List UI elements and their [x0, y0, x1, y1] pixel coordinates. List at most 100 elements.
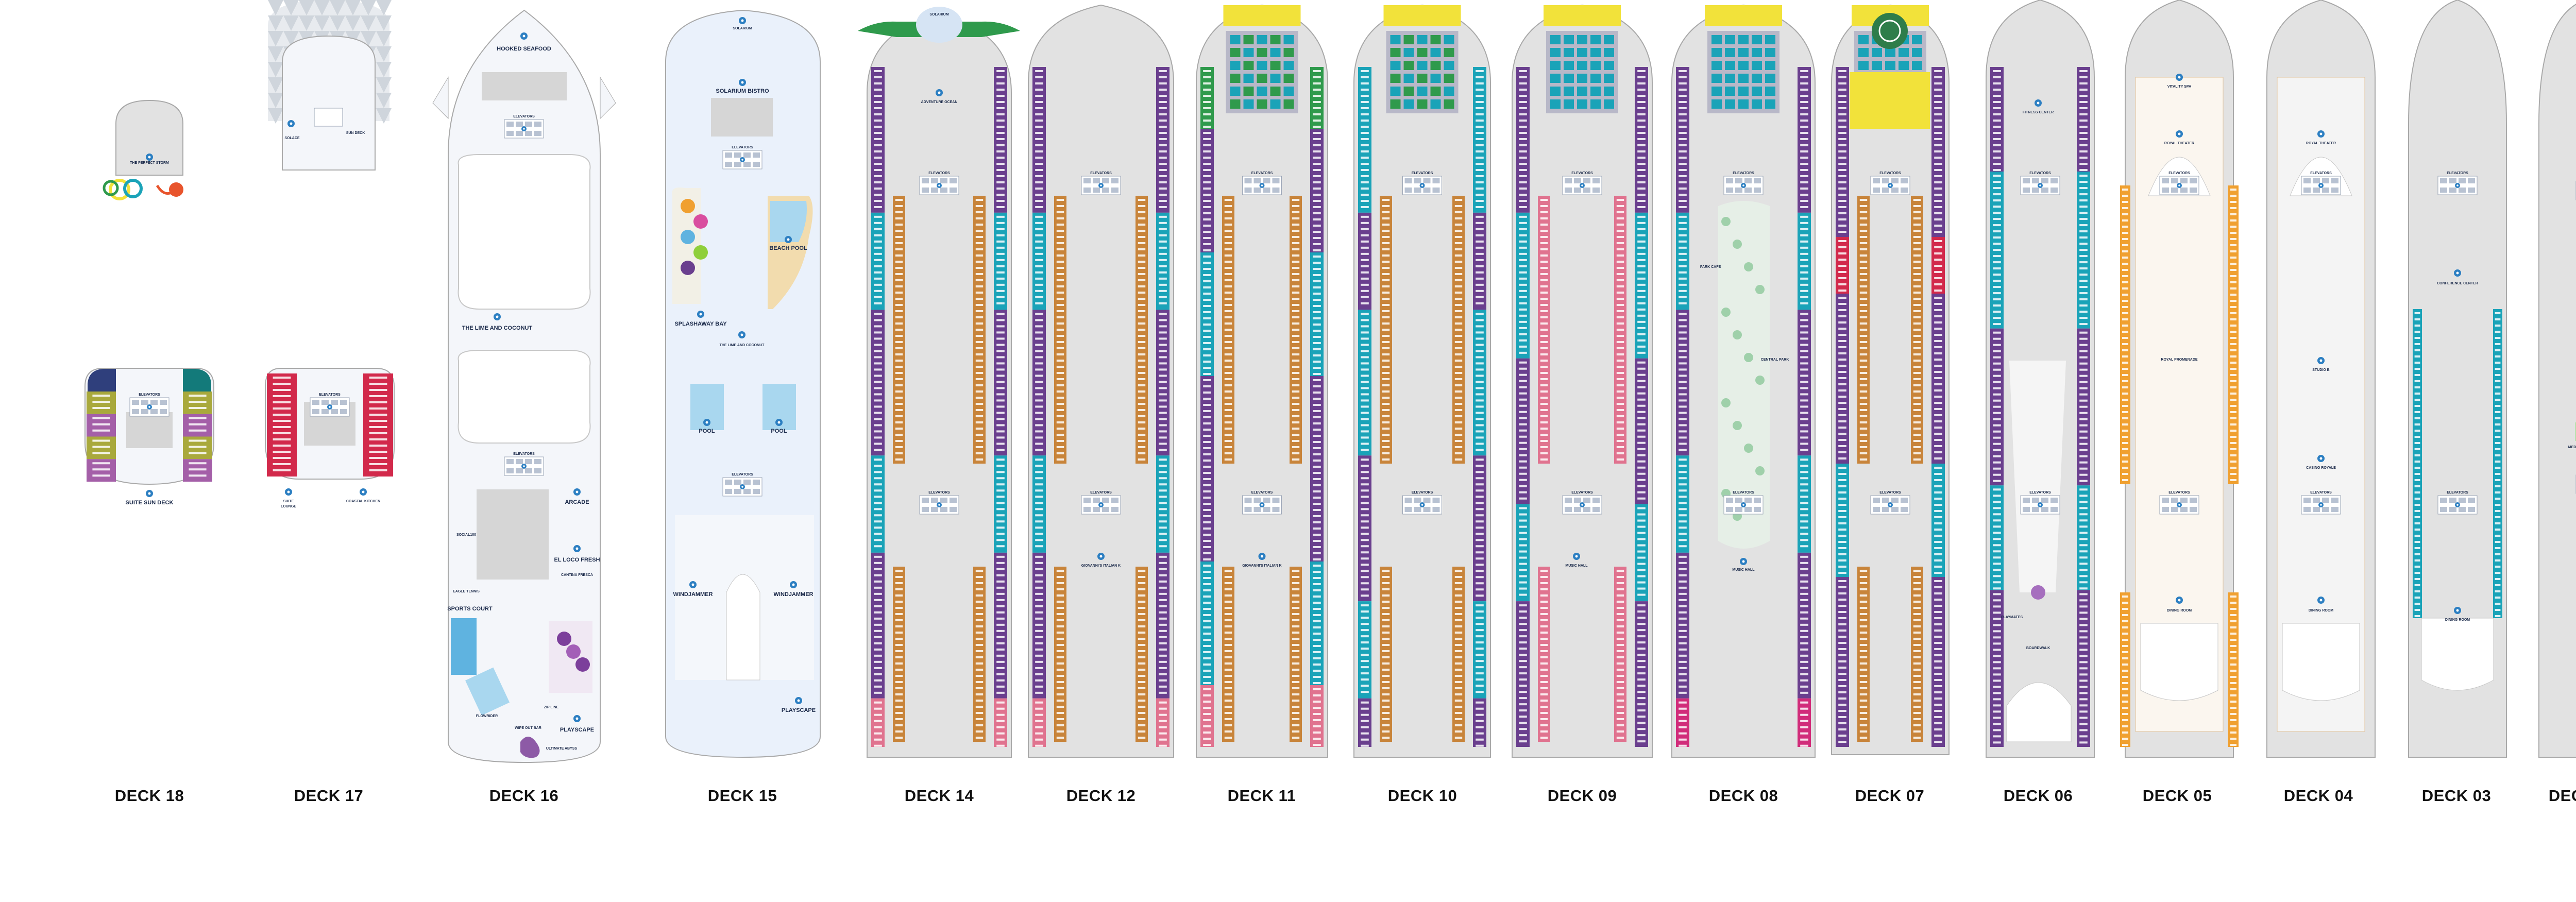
cabin-column — [893, 196, 905, 464]
deck-label[interactable]: DECK 18 — [114, 787, 184, 805]
info-pin-icon[interactable] — [937, 502, 942, 507]
venue-label: ULTIMATE ABYSS — [546, 747, 577, 751]
flowrider-pool — [465, 667, 510, 716]
venue-label: ADVENTURE OCEAN — [921, 100, 958, 104]
info-pin-icon[interactable] — [494, 313, 501, 320]
info-pin-icon[interactable] — [795, 697, 802, 704]
elevator-label: ELEVATORS — [732, 146, 753, 149]
venue-label: EL LOCO FRESH — [554, 557, 600, 563]
info-pin-icon[interactable] — [573, 488, 581, 496]
elevator-bank: ELEVATORS — [504, 115, 544, 139]
deck-label[interactable]: DECK 15 — [707, 787, 777, 805]
venue-label: SOCIAL100 — [456, 533, 476, 537]
venue-label: HOOKED SEAFOOD — [497, 46, 551, 52]
venue-label: SOLARIUM — [929, 13, 949, 16]
info-pin-icon[interactable] — [739, 17, 746, 24]
venue-label: SUITE SUN DECK — [126, 500, 174, 506]
info-pin-icon[interactable] — [775, 419, 783, 426]
elevator-bank: ELEVATORS — [504, 452, 544, 476]
elevator-bank: ELEVATORS — [722, 146, 762, 169]
elevator-bank: ELEVATORS — [310, 393, 350, 417]
info-pin-icon[interactable] — [937, 183, 942, 188]
cabin-column — [973, 567, 986, 742]
info-pin-icon[interactable] — [703, 419, 710, 426]
sports-court — [451, 618, 477, 675]
venue-label: THE LIME AND COCONUT — [462, 325, 533, 331]
splash-feature — [681, 261, 695, 275]
info-pin-icon[interactable] — [285, 488, 292, 496]
venue-label: SUN DECK — [346, 131, 365, 135]
info-pin-icon[interactable] — [146, 154, 153, 161]
venue-label: MEDICAL CENTER — [2568, 446, 2576, 449]
tower-deck — [115, 99, 183, 176]
venue-label: SOLACE — [284, 137, 300, 140]
elevator-label: ELEVATORS — [928, 172, 950, 175]
info-pin-icon[interactable] — [740, 484, 745, 489]
waterslide — [109, 179, 130, 200]
info-pin-icon[interactable] — [573, 545, 581, 552]
info-pin-icon[interactable] — [739, 79, 746, 86]
cabin-column — [871, 67, 885, 747]
info-pin-icon[interactable] — [738, 331, 745, 338]
beach-pool — [770, 201, 807, 242]
info-pin-icon[interactable] — [740, 157, 745, 162]
venue-label: EAGLE TENNIS — [453, 590, 480, 593]
venue-label: PLAYSCAPE — [560, 727, 594, 733]
splash-feature — [693, 214, 708, 229]
deck-label[interactable]: DECK 14 — [904, 787, 974, 805]
cabin-column — [973, 196, 986, 464]
elevator-bank: ELEVATORS — [722, 473, 762, 497]
info-pin-icon[interactable] — [146, 490, 153, 497]
info-pin-icon[interactable] — [521, 126, 527, 131]
info-pin-icon[interactable] — [521, 464, 527, 469]
venue-label: LOUNGE — [281, 505, 296, 508]
info-pin-icon[interactable] — [936, 89, 943, 96]
venue-label: SPORTS COURT — [447, 606, 493, 612]
venue-label: THE LIME AND COCONUT — [720, 344, 765, 347]
cabin-column — [1032, 67, 1046, 747]
venue-label: PLAYSCAPE — [782, 707, 816, 713]
info-pin-icon[interactable] — [520, 32, 528, 40]
venue-label: THE PERFECT STORM — [130, 161, 169, 165]
cabin-column — [1156, 67, 1170, 747]
cabin-column — [1054, 196, 1066, 464]
info-pin-icon[interactable] — [785, 236, 792, 243]
venue-label: COASTAL KITCHEN — [346, 500, 380, 503]
waterslide — [103, 180, 119, 196]
deck-label[interactable]: DECK 16 — [489, 787, 559, 805]
splash-feature — [681, 199, 695, 213]
elevator-label: ELEVATORS — [732, 473, 753, 476]
deck-label[interactable]: DECK 12 — [1066, 787, 1136, 805]
info-pin-icon[interactable] — [287, 120, 295, 127]
elevator-label: ELEVATORS — [139, 393, 160, 397]
elevator-bank: ELEVATORS — [919, 491, 959, 515]
deck-label[interactable]: DECK 17 — [294, 787, 364, 805]
venue-label: POOL — [771, 428, 787, 434]
info-pin-icon[interactable] — [697, 311, 704, 318]
splash-feature — [693, 245, 708, 260]
info-pin-icon[interactable] — [327, 404, 332, 410]
venue-label: WINDJAMMER — [673, 591, 713, 598]
info-pin-icon[interactable] — [790, 581, 797, 588]
info-pin-icon[interactable] — [689, 581, 697, 588]
cabin-column — [994, 67, 1007, 747]
info-pin-icon[interactable] — [573, 715, 581, 722]
cabin-column — [267, 373, 297, 476]
venue-label: CANTINA FRESCA — [561, 573, 593, 577]
cabin-column — [363, 373, 393, 476]
venue-label: ARCADE — [565, 499, 589, 505]
info-pin-icon[interactable] — [147, 404, 152, 410]
info-pin-icon[interactable] — [360, 488, 367, 496]
